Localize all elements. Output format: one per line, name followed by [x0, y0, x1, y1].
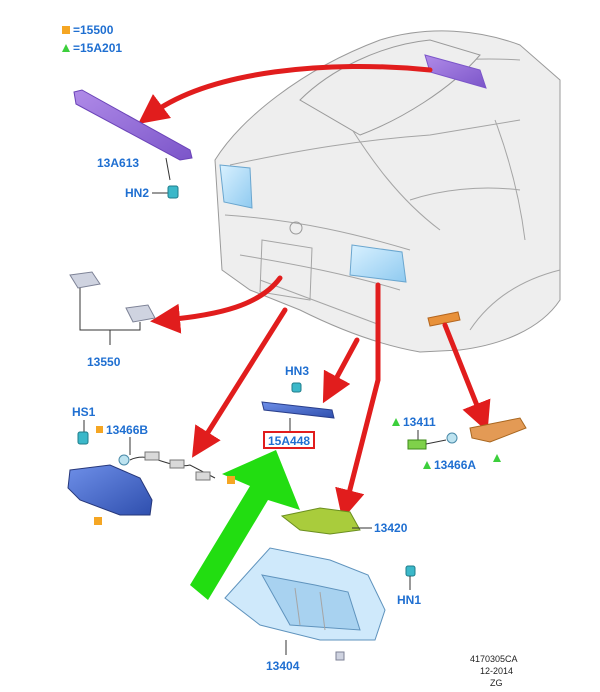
legend: =15500 =15A201: [62, 23, 122, 55]
legend-triangle-code: =15A201: [73, 41, 122, 55]
part-15A448: HN3 15A448: [261, 364, 335, 449]
highlight-box: [263, 431, 315, 449]
drawing-initials: ZG: [490, 678, 503, 688]
connector-hn1-icon: [405, 565, 416, 577]
square-marker-icon: [96, 426, 103, 433]
callout-arrows: [137, 63, 491, 520]
triangle-marker-icon: [392, 418, 400, 426]
part-side-marker: 13411 13466A: [392, 415, 527, 472]
label-13420: 13420: [374, 521, 408, 535]
connector-hn2-icon: [167, 185, 179, 199]
label-HS1: HS1: [72, 405, 96, 419]
part-13550: 13550: [69, 271, 156, 369]
part-left-tail-lamp: HS1 13466B: [67, 405, 235, 525]
label-13404: 13404: [266, 659, 300, 673]
label-13550: 13550: [87, 355, 121, 369]
triangle-marker-icon: [62, 44, 70, 52]
connector-13411-icon: [407, 439, 427, 450]
square-marker-icon: [62, 26, 70, 34]
label-13466B: 13466B: [106, 423, 148, 437]
label-13A613: 13A613: [97, 156, 139, 170]
square-marker-icon: [227, 476, 235, 484]
triangle-marker-icon: [493, 454, 501, 462]
label-HN1: HN1: [397, 593, 421, 607]
label-HN3: HN3: [285, 364, 309, 378]
green-pointer-arrow-icon: [190, 450, 300, 600]
vehicle-rear-illustration: [214, 30, 561, 353]
drawing-date: 12-2014: [480, 666, 513, 676]
part-13404: HN1 13404: [224, 547, 421, 673]
connector-hn3-icon: [291, 382, 302, 393]
triangle-marker-icon: [423, 461, 431, 469]
label-13466A: 13466A: [434, 458, 476, 472]
square-marker-icon: [94, 517, 102, 525]
connector-hs1-icon: [77, 431, 89, 445]
part-13420: 13420: [280, 507, 408, 535]
label-15A448: 15A448: [268, 434, 310, 448]
drawing-code: 4170305CA: [470, 654, 518, 664]
label-13411: 13411: [403, 415, 436, 429]
drawing-reference: 4170305CA 12-2014 ZG: [470, 654, 518, 688]
part-13A613: 13A613 HN2: [73, 89, 193, 200]
legend-square-code: =15500: [73, 23, 114, 37]
label-HN2: HN2: [125, 186, 149, 200]
